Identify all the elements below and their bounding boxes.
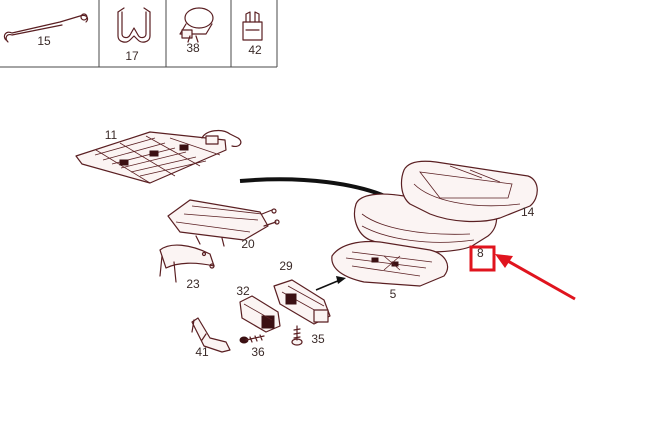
bracket-clip-part xyxy=(191,317,231,353)
retaining-clip-icon xyxy=(242,11,263,41)
legend-number-42: 42 xyxy=(248,43,262,57)
legend-number-15: 15 xyxy=(37,34,51,48)
parts-legend-strip: 15 17 38 42 xyxy=(0,0,278,68)
clamp-clip-icon xyxy=(117,7,151,43)
highlight-box xyxy=(469,245,496,272)
side-trim-part xyxy=(159,244,215,283)
seat-frame-part xyxy=(167,199,280,247)
screw-part xyxy=(239,334,265,344)
highlight-arrow xyxy=(495,254,576,301)
callout-23: 23 xyxy=(186,277,200,291)
seat-base-part xyxy=(331,240,449,287)
cushion-cover-part xyxy=(400,160,538,223)
callout-32: 32 xyxy=(236,284,250,298)
callout-14: 14 xyxy=(521,205,535,219)
base-arrow xyxy=(315,276,346,291)
callout-20: 20 xyxy=(241,237,255,251)
callout-41: 41 xyxy=(195,345,209,359)
tension-wire-icon xyxy=(3,13,89,43)
callout-8: 8 xyxy=(477,246,484,260)
callout-5: 5 xyxy=(390,287,397,301)
connector-part xyxy=(239,295,281,333)
callout-35: 35 xyxy=(311,332,325,346)
callout-36: 36 xyxy=(251,345,265,359)
callout-29: 29 xyxy=(279,259,293,273)
cable-tie-icon xyxy=(179,7,214,43)
bolt-part xyxy=(291,325,303,346)
adjuster-switch-part xyxy=(273,279,331,325)
legend-number-38: 38 xyxy=(186,41,200,55)
legend-number-17: 17 xyxy=(125,49,139,63)
callout-11: 11 xyxy=(105,128,118,142)
heating-mat-part xyxy=(75,129,242,184)
